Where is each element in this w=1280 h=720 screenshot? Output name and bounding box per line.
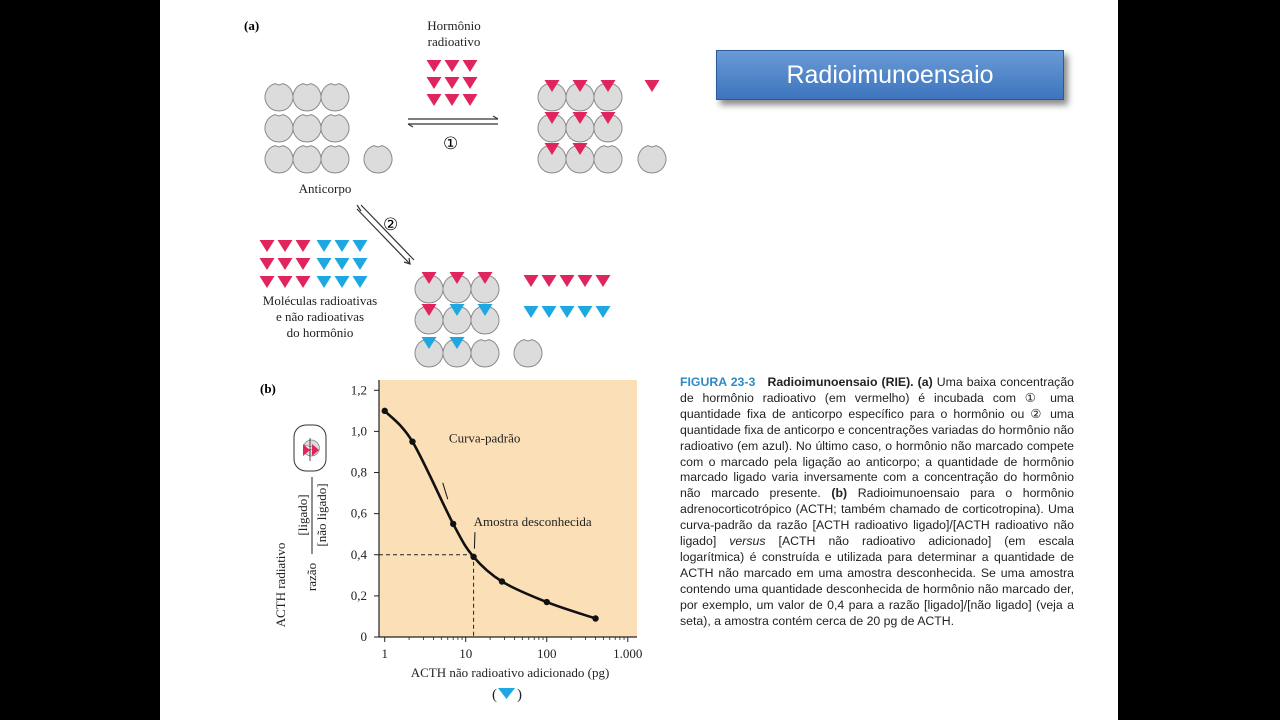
molecules-label-line2: e não radioativas — [275, 309, 365, 324]
y-label-main: ACTH radiativo — [273, 543, 288, 628]
y-tick-label: 1,0 — [351, 423, 367, 438]
x-tick-label: 10 — [459, 646, 472, 661]
data-point — [409, 438, 416, 445]
mixed-hormone-group — [259, 240, 368, 288]
data-point — [543, 598, 550, 606]
y-label-numerator: [ligado] — [295, 494, 310, 535]
x-label-blue-icon: ( ) — [492, 687, 522, 703]
slide: Radioimunoensaio (a) Hormônio radioativo… — [160, 0, 1118, 720]
y-tick-label: 0,2 — [351, 588, 367, 603]
free-hormone-group — [523, 275, 611, 318]
equilibrium-arrows-2 — [356, 204, 415, 265]
x-tick-label: 1 — [381, 646, 388, 661]
panel-b-label: (b) — [260, 381, 276, 396]
hormone-label-line1: Hormônio — [427, 18, 481, 33]
step-1-marker: ① — [443, 134, 459, 153]
ratio-icon — [293, 424, 327, 472]
data-point — [449, 520, 457, 528]
data-point — [381, 407, 388, 415]
data-point — [498, 578, 506, 585]
curve-annotation: Curva-padrão — [449, 431, 520, 446]
x-axis-label: ACTH não radioativo adicionado (pg) — [411, 665, 610, 680]
y-label-ratio: razão — [304, 563, 319, 591]
x-label-paren-open: ( — [492, 687, 497, 703]
y-label-denominator: [não ligado] — [314, 483, 329, 546]
x-label-paren-close: ) — [517, 687, 522, 703]
antibody-group-competitive — [414, 272, 543, 368]
sample-annotation-leader — [473, 532, 476, 549]
y-tick-label: 0,8 — [351, 465, 367, 480]
caption-part-a-label: (a) — [917, 375, 933, 389]
x-tick-label: 100 — [537, 646, 557, 661]
figure-caption: FIGURA 23-3 Radioimunoensaio (RIE). (a) … — [680, 375, 1074, 630]
caption-part-b-text-2: [ACTH não radioativo adicionado] (em esc… — [680, 534, 1074, 628]
slide-title: Radioimunoensaio — [716, 50, 1064, 100]
caption-part-b-label: (b) — [831, 486, 848, 501]
caption-part-b-versus: versus — [729, 534, 766, 549]
caption-part-b-text-1: Radioimunoensaio para o hormônio adrenoc… — [680, 486, 1075, 549]
equilibrium-arrows-1 — [407, 115, 499, 128]
hormone-label-line2: radioativo — [427, 34, 481, 49]
y-tick-label: 0 — [361, 629, 368, 644]
radioactive-hormone-group — [426, 60, 478, 106]
chart-y-label: ACTH radiativo razão [ligado] [não ligad… — [273, 424, 329, 628]
step-2-marker: ② — [383, 215, 399, 234]
panel-a-label: (a) — [244, 18, 260, 33]
antibody-label: Anticorpo — [298, 181, 352, 196]
sample-annotation: Amostra desconhecida — [474, 514, 592, 529]
y-tick-label: 0,6 — [351, 506, 368, 521]
molecules-label-line1: Moléculas radioativas — [262, 293, 378, 308]
plot-area — [379, 380, 637, 637]
hormone-label: Hormônio radioativo — [408, 18, 500, 50]
y-tick-label: 1,2 — [351, 382, 367, 397]
chart-svg: ACTH radiativo razão [ligado] [não ligad… — [273, 380, 642, 703]
antibody-group-free — [264, 83, 393, 174]
caption-heading: Radioimunoensaio (RIE). — [767, 375, 914, 389]
molecules-label: Moléculas radioativas e não radioativas … — [230, 293, 410, 341]
y-tick-label: 0,4 — [351, 547, 368, 562]
molecules-label-line3: do hormônio — [286, 325, 354, 340]
diagram-a-svg — [259, 60, 667, 368]
x-tick-label: 1.000 — [613, 646, 642, 661]
caption-figure-number: FIGURA 23-3 — [680, 375, 756, 389]
antibody-group-bound — [537, 80, 667, 174]
data-point — [470, 553, 477, 561]
caption-part-a-text: Uma baixa concentração de hormônio radio… — [680, 375, 1074, 501]
curve-annotation-leader — [442, 482, 449, 500]
data-point — [592, 615, 599, 622]
